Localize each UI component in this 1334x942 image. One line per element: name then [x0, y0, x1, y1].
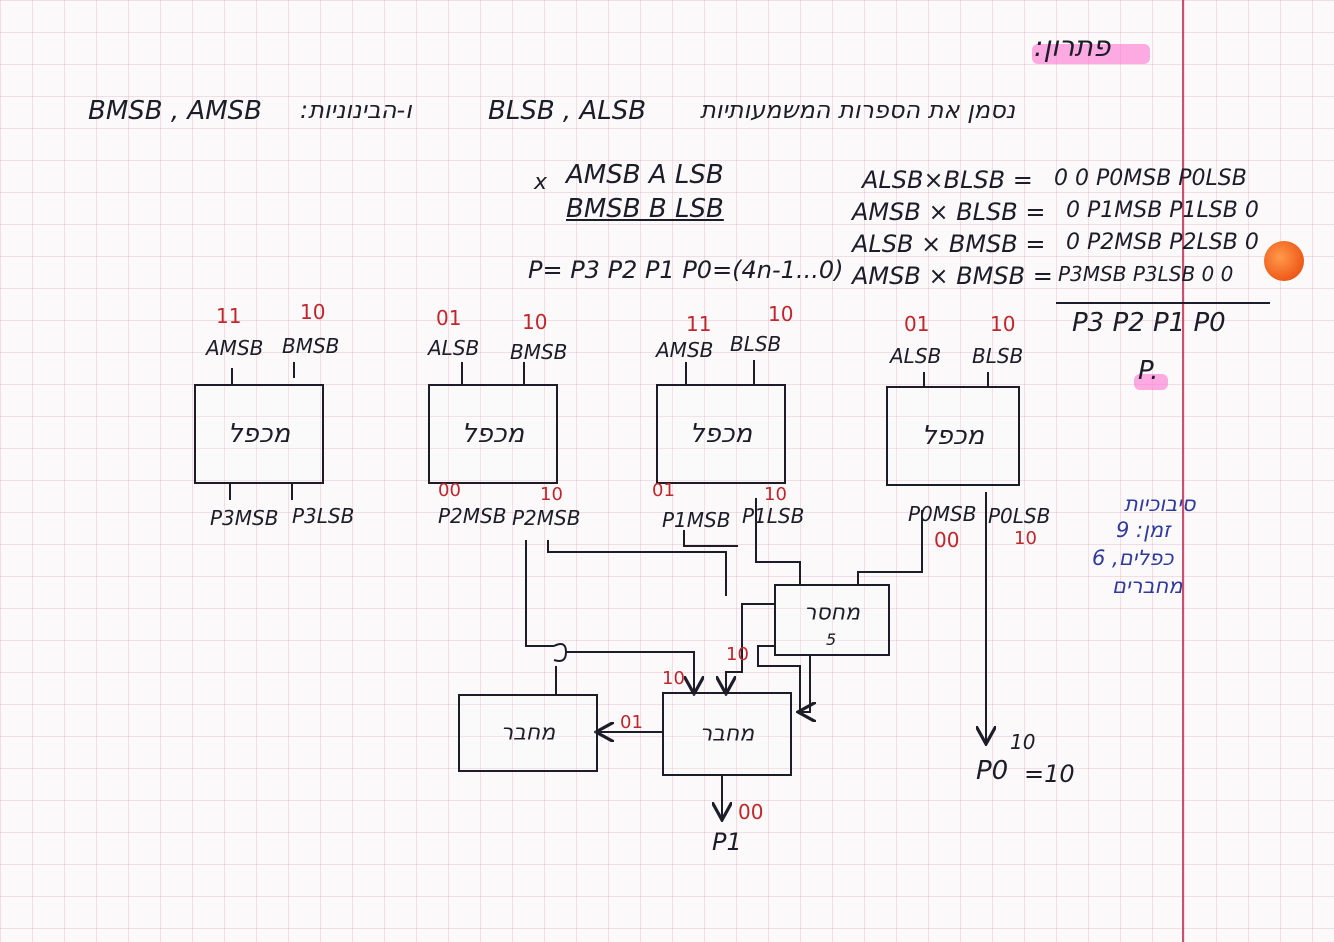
- intro-lsb-pair: BLSB , ALSB: [488, 96, 647, 126]
- main-in-a-value: 10: [662, 668, 685, 689]
- intro-hebrew: נסמן את הספרות המשמעותיות: [700, 96, 1016, 124]
- mult3-in-left: AMSB: [656, 338, 714, 362]
- note-line-2: זמן: 9: [1116, 518, 1171, 542]
- mult2-out-right-value: 10: [540, 484, 563, 505]
- mult1-in-right-value: 10: [300, 300, 326, 324]
- subtractor-sub: 5: [826, 630, 837, 649]
- mult2-in-left-value: 01: [436, 306, 462, 330]
- p0-wire-value: 10: [1010, 730, 1036, 754]
- operand-a: AMSB A LSB: [566, 160, 724, 190]
- mult2-in-right: BMSB: [510, 340, 568, 364]
- margin-line: [1182, 0, 1184, 942]
- row-2-expr: AMSB × BLSB =: [852, 198, 1046, 226]
- operand-b: BMSB B LSB: [566, 194, 724, 224]
- adder-main: מחבר: [662, 692, 792, 776]
- mult2-out-right: P2MSB: [512, 506, 581, 530]
- multiplier-4: מכפל: [886, 386, 1020, 486]
- intro-msb-pair: BMSB , AMSB: [88, 96, 262, 126]
- orange-marker-dot: [1264, 241, 1304, 281]
- mult4-out-right: P0LSB: [988, 504, 1051, 528]
- multiplier-1: מכפל: [194, 384, 324, 484]
- multiplier-3: מכפל: [656, 384, 786, 484]
- mult1-out-left: P3MSB: [210, 506, 279, 530]
- row-2-vals: 0 P1MSB P1LSB 0: [1066, 198, 1259, 223]
- mult1-out-right: P3LSB: [292, 504, 355, 528]
- mult3-in-right: BLSB: [730, 332, 782, 356]
- adder-main-label: מחבר: [699, 721, 755, 747]
- result-row: P3 P2 P1 P0: [1072, 308, 1226, 338]
- multiplier-2: מכפל: [428, 384, 558, 484]
- mult4-in-left: ALSB: [890, 344, 942, 368]
- times-sign: x: [534, 170, 548, 195]
- mult3-out-right: P1LSB: [742, 504, 805, 528]
- mult3-label: מכפל: [689, 419, 753, 449]
- intro-hebrew-2: ו-הבינוניות:: [300, 96, 412, 124]
- mult1-in-left: AMSB: [206, 336, 264, 360]
- row-1-expr: ALSB×BLSB =: [862, 166, 1033, 194]
- mult4-in-left-value: 01: [904, 312, 930, 336]
- mult3-out-right-value: 10: [764, 484, 787, 505]
- mult4-label: מכפל: [921, 421, 985, 451]
- output-p0: P0: [976, 756, 1009, 786]
- side-highlight: [1134, 374, 1168, 390]
- mult3-in-left-value: 11: [686, 312, 712, 336]
- mult2-in-left: ALSB: [428, 336, 480, 360]
- row-4-expr: AMSB × BMSB =: [852, 262, 1053, 290]
- main-out-value: 00: [738, 800, 764, 824]
- mult3-out-left: P1MSB: [662, 508, 731, 532]
- mult3-in-right-value: 10: [768, 302, 794, 326]
- mult4-out-left-value: 00: [934, 528, 960, 552]
- mult2-out-left: P2MSB: [438, 504, 507, 528]
- mult2-in-right-value: 10: [522, 310, 548, 334]
- mult2-label: מכפל: [461, 419, 525, 449]
- note-line-3: כפלים, 6: [1092, 546, 1174, 570]
- mult1-in-right: BMSB: [282, 334, 340, 358]
- mult2-out-left-value: 00: [438, 480, 461, 501]
- adder-left-label: מחבר: [500, 720, 556, 746]
- mult3-out-left-value: 01: [652, 480, 675, 501]
- adder-left: מחבר: [458, 694, 598, 772]
- row-4-vals: P3MSB P3LSB 0 0: [1058, 262, 1234, 286]
- row-3-expr: ALSB × BMSB =: [852, 230, 1046, 258]
- output-p1: P1: [712, 828, 742, 856]
- mult1-in-left-value: 11: [216, 304, 242, 328]
- main-in-b-value: 10: [726, 644, 749, 665]
- row-3-vals: 0 P2MSB P2LSB 0: [1066, 230, 1259, 255]
- page-title: פתרון:: [1034, 30, 1111, 63]
- mult4-in-right: BLSB: [972, 344, 1024, 368]
- product-formula: P= P3 P2 P1 P0=(4n-1...0): [528, 256, 844, 284]
- subtractor-block: מחסר 5: [774, 584, 890, 656]
- mult4-out-left: P0MSB: [908, 502, 977, 526]
- title-highlight: [1032, 44, 1150, 64]
- note-line-1: סיבוכיות: [1124, 492, 1196, 516]
- side-letter: P.: [1138, 356, 1159, 386]
- mult4-out-right-value: 10: [1014, 528, 1037, 549]
- subtractor-label: מחסר: [803, 600, 860, 626]
- row-1-vals: 0 0 P0MSB P0LSB: [1054, 166, 1247, 191]
- output-p0-eq: =10: [1024, 760, 1075, 788]
- sum-line: [1056, 302, 1270, 304]
- note-line-4: מחברים: [1112, 574, 1183, 598]
- mult4-in-right-value: 10: [990, 312, 1016, 336]
- mult1-label: מכפל: [227, 419, 291, 449]
- main-to-left-value: 01: [620, 712, 643, 733]
